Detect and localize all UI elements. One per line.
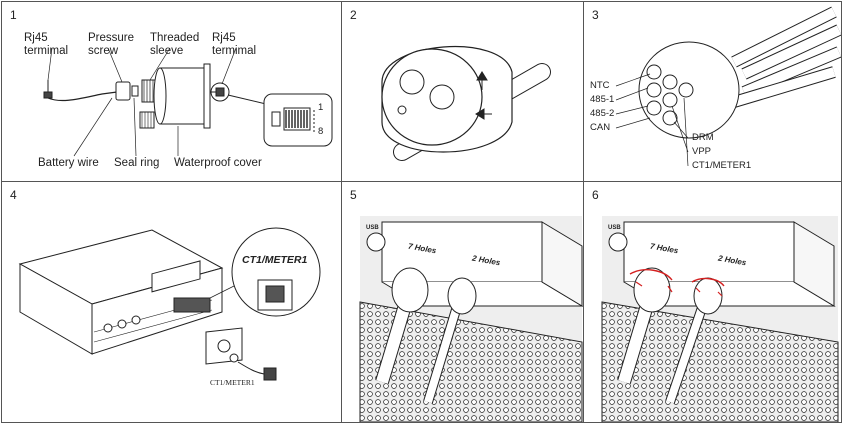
inverter-drawing <box>18 227 321 381</box>
panel-6-seal-check: 6 USB 7 Holes 2 Holes <box>583 181 842 423</box>
panel-number: 1 <box>10 8 17 22</box>
label-rj45-terminal-right: Rj45 termimal <box>212 32 257 57</box>
panel-2-seal-insert: 2 <box>341 1 584 182</box>
panel-5-cover-seated: 5 USB 7 Holes 2 Holes <box>341 181 584 423</box>
panel-1-exploded-view: 1 <box>1 1 342 182</box>
label-pin-8: 8 <box>318 126 324 137</box>
panel-number: 4 <box>10 188 17 202</box>
label-ct1-meter1-connector: CT1/METER1 <box>210 378 255 387</box>
panel-4-inverter-connection: 4 CT1/METER1 CT1/METER1 <box>1 181 342 423</box>
label-ct1-meter1: CT1/METER1 <box>692 160 752 171</box>
panel-number: 6 <box>592 188 599 202</box>
label-485-2: 485-2 <box>590 108 615 119</box>
label-rj45-terminal-left: Rj45 termimal <box>24 32 69 57</box>
label-seal-ring: Seal ring <box>114 157 160 169</box>
mounted-cover-drawing <box>359 216 583 422</box>
seal-insert-drawing <box>381 46 551 161</box>
label-battery-wire: Battery wire <box>38 157 99 169</box>
sealed-cover-drawing <box>601 216 839 422</box>
label-threaded-sleeve: Threaded sleeve <box>150 32 200 57</box>
wire-bundle-drawing <box>615 6 841 167</box>
panel-number: 5 <box>350 188 357 202</box>
panel-number: 3 <box>592 8 599 22</box>
callout-ct1-meter1: CT1/METER1 <box>242 254 308 266</box>
label-pin-1: 1 <box>318 102 324 113</box>
panel-number: 2 <box>350 8 357 22</box>
exploded-cover-drawing <box>43 47 333 157</box>
label-ntc: NTC <box>590 80 610 91</box>
label-485-1: 485-1 <box>590 94 615 105</box>
panel-3-wire-arrangement: 3 NTC 485-1 485 <box>583 1 842 182</box>
label-can: CAN <box>590 122 611 133</box>
usb-label: USB <box>366 225 379 231</box>
label-waterproof-cover: Waterproof cover <box>174 157 262 169</box>
label-drm: DRM <box>692 132 714 143</box>
label-pressure-screw: Pressure screw <box>88 32 135 57</box>
usb-label: USB <box>608 225 621 231</box>
label-vpp: VPP <box>692 146 712 157</box>
